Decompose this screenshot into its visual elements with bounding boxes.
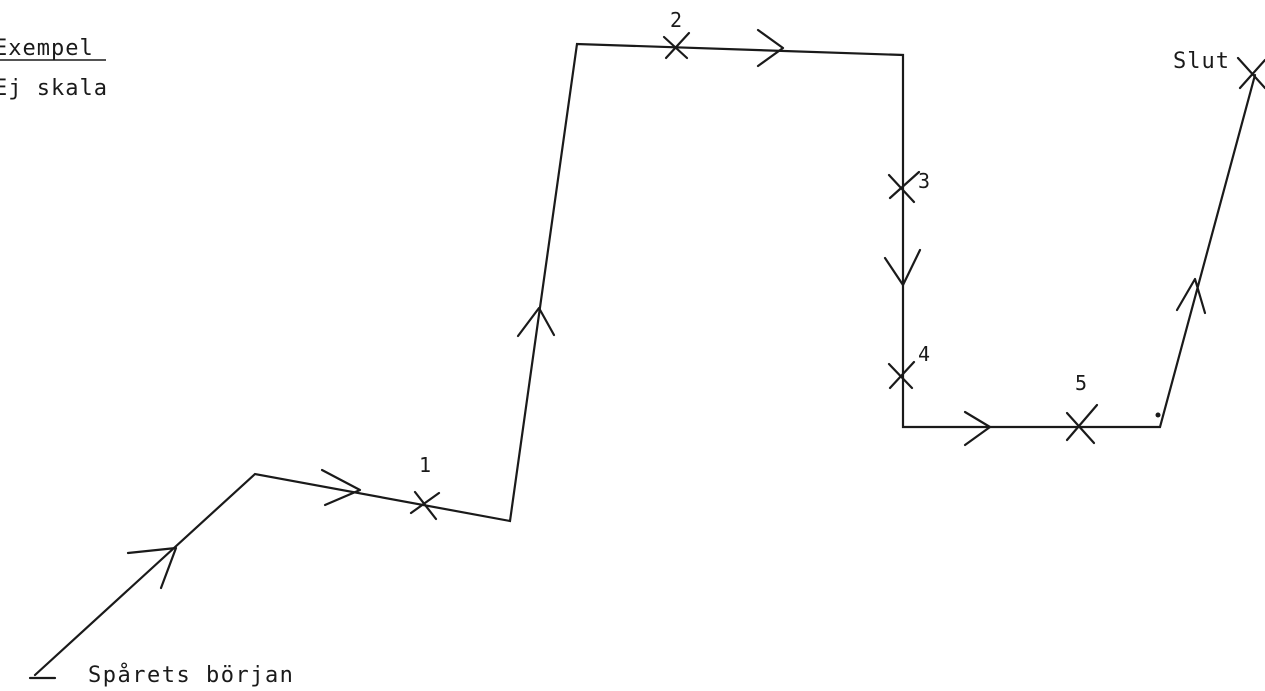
arrow-chevron <box>126 546 178 590</box>
cross-mark <box>409 491 441 515</box>
checkpoint-5: 5 <box>1065 371 1099 445</box>
cross-mark <box>413 490 438 521</box>
diagram-title: Exempel <box>0 36 94 61</box>
cross-mark <box>1236 56 1265 90</box>
checkpoint-label: 3 <box>918 169 930 193</box>
arrow-chevron <box>320 468 362 507</box>
checkpoint-label: 1 <box>419 453 431 477</box>
arrow-chevron <box>516 306 556 338</box>
direction-arrows <box>126 28 1207 590</box>
track-path <box>33 42 1257 677</box>
diagram-header: Exempel Ej skala <box>0 36 108 101</box>
checkpoint-label: 5 <box>1075 371 1087 395</box>
checkpoint-4: 4 <box>887 342 930 390</box>
turn-dot <box>1155 412 1161 418</box>
checkpoint-1: 1 <box>409 453 441 521</box>
cross-mark <box>664 31 691 60</box>
end-marker: Slut <box>1173 49 1265 90</box>
cross-mark <box>1238 58 1265 90</box>
cross-mark <box>1065 411 1096 445</box>
arrow-chevron <box>883 248 922 287</box>
checkpoint-label: 2 <box>670 8 682 32</box>
cross-mark <box>888 360 916 390</box>
arrow-chevron <box>1175 277 1207 315</box>
arrow-chevron <box>963 410 992 447</box>
start-label: Spårets början <box>88 662 294 688</box>
end-label: Slut <box>1173 49 1230 74</box>
cross-mark <box>888 170 921 200</box>
arrow-chevron <box>756 28 785 68</box>
cross-mark <box>1065 403 1099 442</box>
diagram-subtitle: Ej skala <box>0 76 108 101</box>
checkpoint-label: 4 <box>918 342 930 366</box>
checkpoint-2: 2 <box>662 8 691 60</box>
checkpoint-3: 3 <box>887 169 930 204</box>
